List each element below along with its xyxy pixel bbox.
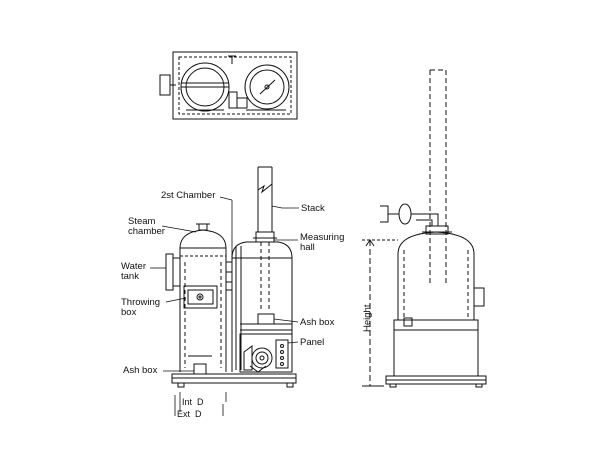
front-view bbox=[165, 166, 297, 388]
throwing-box bbox=[183, 285, 218, 309]
water-tank-gauge bbox=[165, 253, 174, 291]
label-ext-d: Ext D bbox=[177, 409, 202, 419]
side-lower-box bbox=[393, 319, 479, 377]
ash-box-bottom bbox=[193, 363, 207, 375]
label-measuring-hall: Measuring hall bbox=[300, 232, 345, 253]
label-int-d: Int D bbox=[182, 397, 204, 407]
plan-side-box bbox=[159, 74, 171, 96]
dimension-lines bbox=[174, 392, 227, 416]
label-second-chamber: 2st Chamber bbox=[161, 190, 216, 201]
label-stack: Stack bbox=[301, 203, 325, 214]
leader-lines bbox=[150, 196, 299, 372]
label-steam-chamber: Steam chamber bbox=[128, 216, 165, 237]
label-ash-box-right: Ash box bbox=[300, 317, 335, 328]
label-height: Height bbox=[362, 304, 373, 332]
valve-wheel bbox=[398, 203, 412, 225]
ash-box-right bbox=[257, 313, 275, 325]
label-throwing-box: Throwing box bbox=[121, 297, 161, 318]
label-panel: Panel bbox=[300, 337, 325, 348]
plan-outer-frame bbox=[172, 51, 298, 120]
burner-fan bbox=[251, 347, 273, 369]
plan-view bbox=[159, 51, 298, 120]
label-water-tank: Water tank bbox=[121, 261, 146, 282]
label-ash-box-bottom: Ash box bbox=[123, 365, 158, 376]
plan-right-drum bbox=[244, 64, 290, 110]
main-vessel bbox=[179, 229, 227, 372]
side-view bbox=[362, 69, 487, 388]
side-body bbox=[397, 231, 475, 320]
